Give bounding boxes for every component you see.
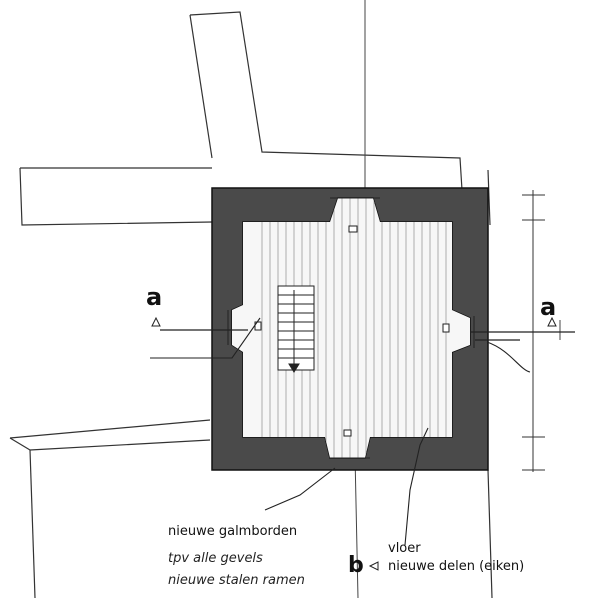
section-a-arrow-left [151,316,161,327]
label-vloer: vloer [388,541,421,556]
small-markers [254,225,450,437]
staircase [277,285,315,373]
label-galmborden: nieuwe galmborden [168,524,297,539]
leader-lines [150,317,531,546]
section-line-a [160,329,575,341]
label-ramen: nieuwe stalen ramen [168,573,305,588]
section-a-label-right: a [540,293,556,321]
dimension-line [522,190,545,472]
grid-lines [354,0,561,599]
label-gevels: tpv alle gevels [168,551,263,566]
section-b-label: b [348,553,364,578]
roof-outlines [9,11,493,599]
label-delen: nieuwe delen (eiken) [388,559,524,574]
floor-boards [232,198,470,458]
section-a-arrow-right [547,316,557,327]
section-a-label-left: a [146,283,162,311]
section-b-arrow [368,561,379,571]
